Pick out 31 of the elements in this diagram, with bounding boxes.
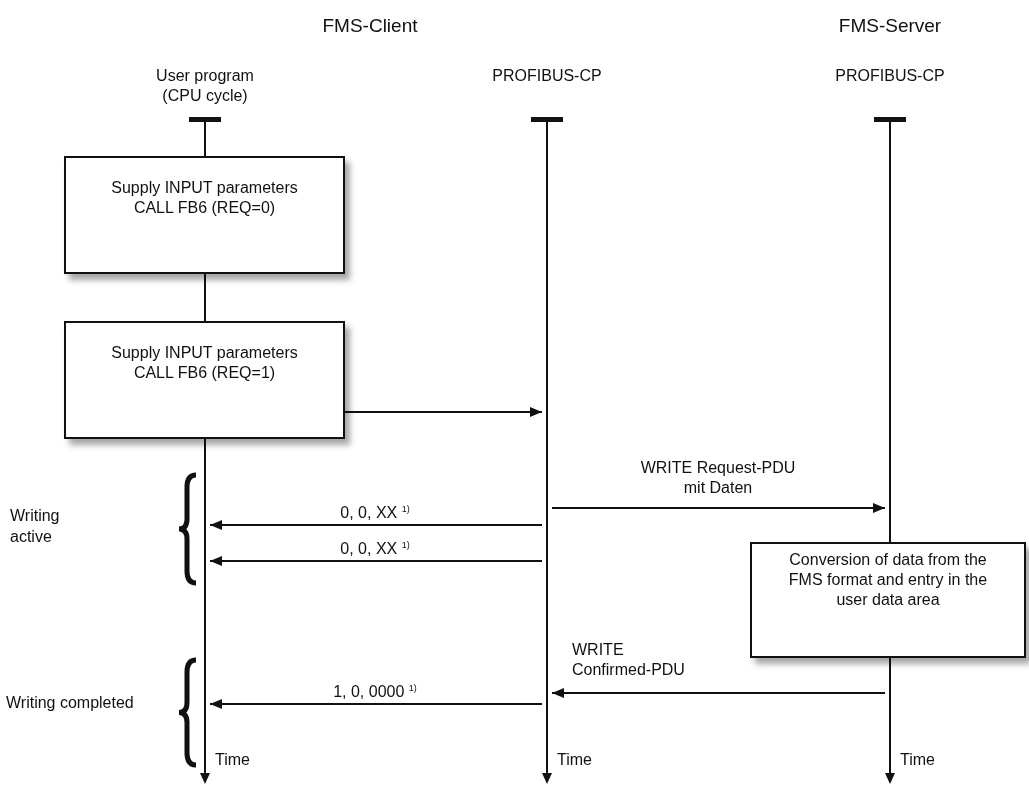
message-arrow (209, 556, 543, 566)
process-box (64, 321, 345, 439)
time-label: Time (215, 750, 250, 770)
lifeline-arrow (542, 121, 552, 784)
lifeline-header: User program (CPU cycle) (155, 66, 255, 106)
time-label: Time (557, 750, 592, 770)
edge-label: WRITE Request-PDU mit Daten (639, 458, 797, 498)
lifeline-header: PROFIBUS-CP (491, 66, 603, 86)
message-arrow (209, 699, 543, 709)
process-box (750, 542, 1026, 658)
lifeline-segment (204, 273, 206, 322)
phase-label: Writing completed (6, 693, 135, 713)
lifeline-arrow (200, 438, 210, 784)
box-text: Supply INPUT parameters CALL FB6 (REQ=1) (110, 343, 299, 383)
phase-label: Writing active (10, 506, 61, 547)
box-text: Conversion of data from the FMS format and entry in the user data area (787, 550, 989, 610)
message-arrow (551, 688, 886, 698)
group-title: FMS-Server (837, 14, 943, 38)
time-label: Time (900, 750, 935, 770)
group-title: FMS-Client (321, 14, 419, 38)
process-box (64, 156, 345, 274)
edge-label: 0, 0, XX $^{1)}$ (340, 539, 410, 559)
edge-label: WRITE Confirmed-PDU (572, 640, 686, 680)
message-arrow (551, 503, 886, 513)
box-text: Supply INPUT parameters CALL FB6 (REQ=0) (110, 178, 299, 218)
edge-label: 1, 0, 0000 $^{1)}$ (333, 682, 417, 702)
message-arrow (344, 407, 543, 417)
lifeline-arrow (885, 657, 895, 784)
message-arrow (209, 520, 543, 530)
edge-label: 0, 0, XX $^{1)}$ (340, 503, 410, 523)
lifeline-header: PROFIBUS-CP (834, 66, 946, 86)
